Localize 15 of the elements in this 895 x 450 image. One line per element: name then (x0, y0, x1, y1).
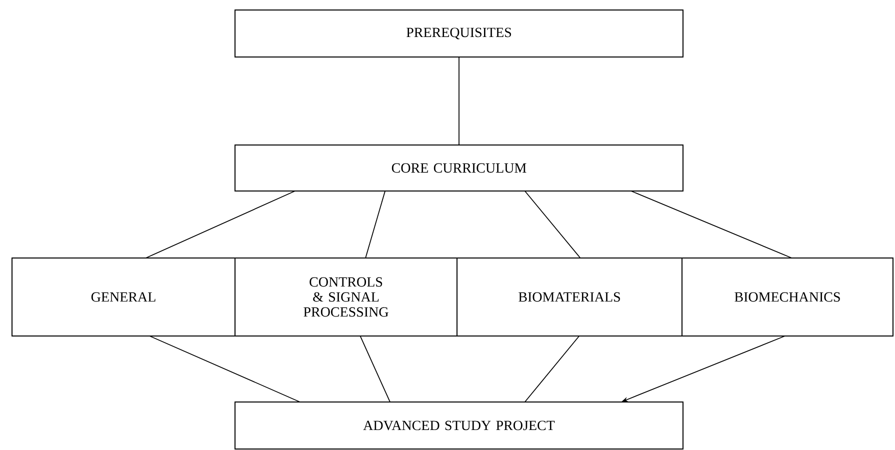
box: ADVANCED STUDY PROJECT (234, 402, 684, 450)
connector (145, 190, 296, 258)
connector (458, 56, 460, 146)
box: BIOMATERIALS (456, 258, 682, 336)
box: BIOMECHANICS (682, 258, 894, 336)
box: GENERAL (12, 258, 236, 336)
connector (365, 190, 386, 258)
connector (360, 336, 390, 402)
box: CONTROLS & SIGNAL PROCESSING (234, 258, 458, 336)
box: CORE CURRICULUM (234, 144, 684, 192)
connector (149, 336, 300, 402)
connector (524, 190, 581, 258)
connector (524, 336, 580, 402)
connector (630, 190, 792, 258)
box: PREREQUISITES (234, 10, 684, 58)
